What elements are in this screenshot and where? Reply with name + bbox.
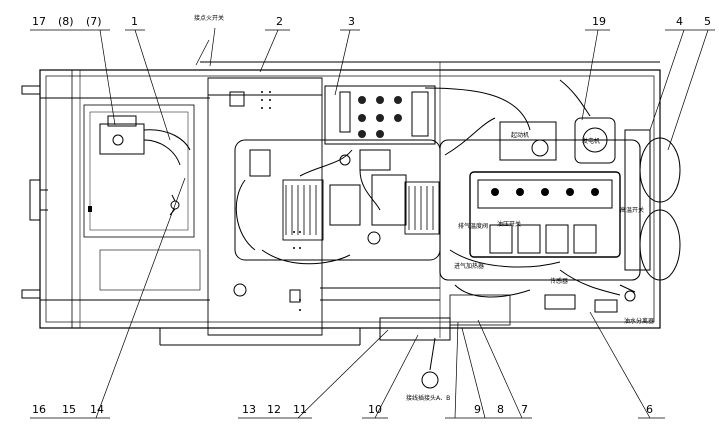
label-intake-heater: 进气加热器 <box>454 262 484 270</box>
component-labels: 接点火开关 起动机 发电机 高温开关 排气温度阀 油压开关 进气加热器 传感器 … <box>194 14 654 402</box>
label-high-temp-switch: 高温开关 <box>620 206 644 214</box>
label-starter: 起动机 <box>511 131 529 139</box>
valve-block <box>324 85 436 171</box>
callout-11: 11 <box>293 403 307 416</box>
callouts-top: 17 (8) (7) 1 2 3 19 4 5 <box>32 15 711 28</box>
callout-13: 13 <box>242 403 256 416</box>
callout-6: 6 <box>646 403 653 416</box>
callout-4: 4 <box>676 15 683 28</box>
callouts-bottom: 16 15 14 13 12 11 10 9 8 7 6 <box>32 403 653 416</box>
engine <box>379 79 681 389</box>
hydraulic-pump <box>234 139 441 265</box>
callout-5: 5 <box>704 15 711 28</box>
label-pressure-switch: 油压开关 <box>497 220 521 228</box>
callout-8-paren: (8) <box>58 15 74 28</box>
label-exhaust-switch: 排气温度阀 <box>458 222 488 230</box>
label-generator: 发电机 <box>582 137 600 145</box>
callout-7-paren: (7) <box>86 15 102 28</box>
callout-12: 12 <box>267 403 281 416</box>
callout-17: 17 <box>32 15 46 28</box>
callout-2: 2 <box>276 15 283 28</box>
leader-lines <box>30 27 715 419</box>
callout-16: 16 <box>32 403 46 416</box>
label-sensor: 传感器 <box>550 277 568 285</box>
label-ignition-switch: 接点火开关 <box>194 14 224 22</box>
chassis-frame <box>21 61 661 346</box>
callout-1: 1 <box>131 15 138 28</box>
callout-14: 14 <box>90 403 104 416</box>
callout-9: 9 <box>474 403 481 416</box>
label-oil-water-separator: 油水分离器 <box>624 317 654 325</box>
callout-3: 3 <box>348 15 355 28</box>
callout-8: 8 <box>497 403 504 416</box>
callout-19: 19 <box>592 15 606 28</box>
component-box-left <box>88 115 191 216</box>
callout-10: 10 <box>368 403 382 416</box>
callout-7: 7 <box>521 403 528 416</box>
callout-15: 15 <box>62 403 76 416</box>
label-connector-ab: 接线插接头A、B <box>406 394 450 402</box>
